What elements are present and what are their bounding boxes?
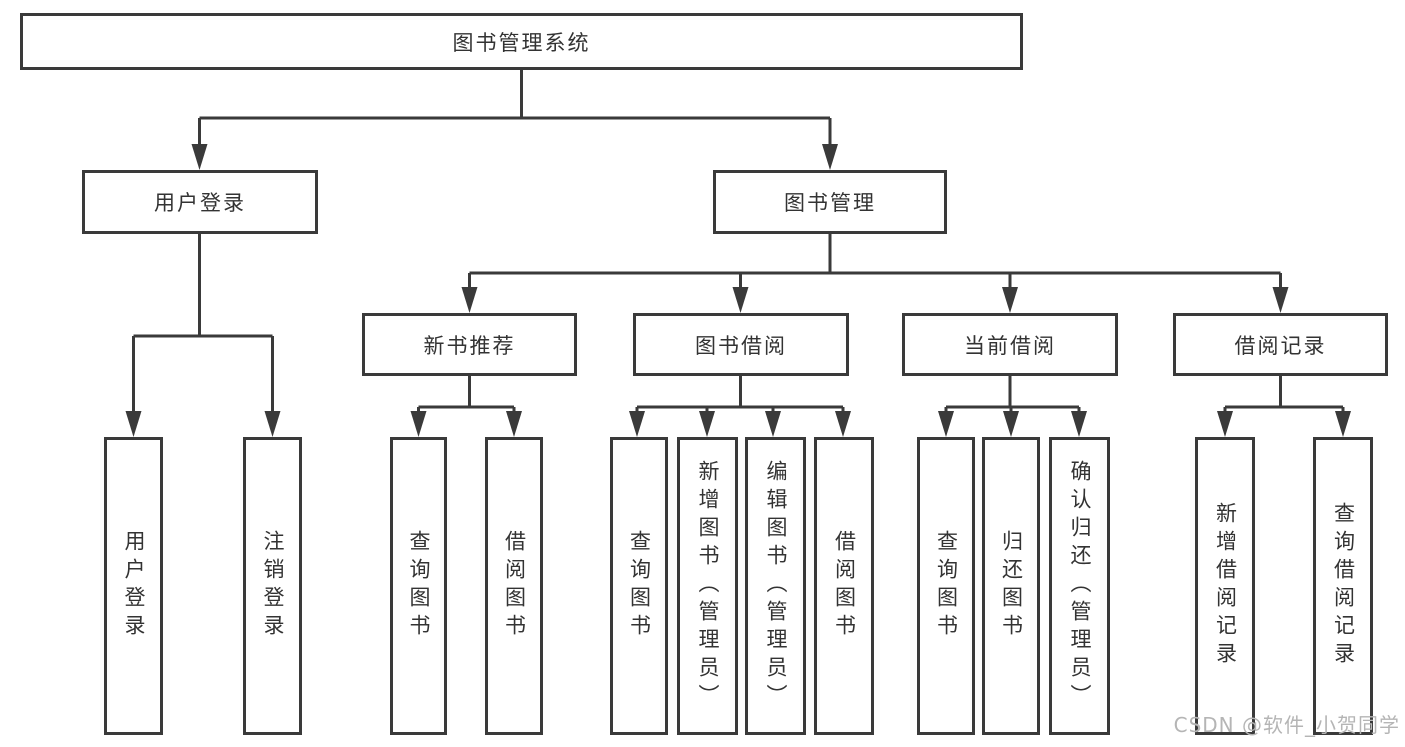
node-label: 图书管理 xyxy=(784,191,876,215)
connector-strokes xyxy=(132,70,1345,413)
node-label: 编辑图书（管理员） xyxy=(764,460,788,712)
node-label: 查询借阅记录 xyxy=(1331,502,1356,670)
node-label: 当前借阅 xyxy=(964,333,1056,358)
leaf-query-borrow-record: 查询借阅记录 xyxy=(1313,437,1373,735)
node-borrow-records: 借阅记录 xyxy=(1173,313,1388,376)
csdn-watermark: CSDN @软件_小贺同学 xyxy=(1173,713,1400,737)
leaf-add-borrow-record: 新增借阅记录 xyxy=(1195,437,1255,735)
node-new-book-recommend: 新书推荐 xyxy=(362,313,577,376)
leaf-query-books-borrow: 查询图书 xyxy=(610,437,668,735)
node-label: 图书管理系统 xyxy=(452,30,591,55)
leaf-borrow-books: 借阅图书 xyxy=(814,437,874,735)
node-label: 新增图书（管理员） xyxy=(696,460,720,712)
node-label: 借阅图书 xyxy=(832,530,857,642)
arrowhead-icons xyxy=(125,144,1351,437)
node-label: 借阅记录 xyxy=(1234,333,1327,358)
node-library-management-system: 图书管理系统 xyxy=(20,13,1023,70)
node-book-management: 图书管理 xyxy=(713,170,947,234)
leaf-logout: 注销登录 xyxy=(243,437,302,735)
leaf-query-books-current: 查询图书 xyxy=(917,437,975,735)
node-book-borrow: 图书借阅 xyxy=(633,313,849,376)
node-label: 查询图书 xyxy=(934,530,959,642)
leaf-edit-book-admin: 编辑图书（管理员） xyxy=(745,437,806,735)
node-label: 查询图书 xyxy=(407,530,431,642)
leaf-return-book: 归还图书 xyxy=(982,437,1040,735)
node-label: 确认归还（管理员） xyxy=(1068,460,1092,712)
leaf-borrow-books-recommend: 借阅图书 xyxy=(485,437,543,735)
leaf-query-books-recommend: 查询图书 xyxy=(390,437,447,735)
node-label: 用户登录 xyxy=(154,191,246,215)
leaf-add-book-admin: 新增图书（管理员） xyxy=(677,437,738,735)
node-user-login: 用户登录 xyxy=(82,170,318,234)
node-label: 新增借阅记录 xyxy=(1213,502,1238,670)
leaf-confirm-return-admin: 确认归还（管理员） xyxy=(1049,437,1110,735)
node-label: 新书推荐 xyxy=(423,333,516,358)
node-label: 用户登录 xyxy=(122,530,146,642)
leaf-user-login: 用户登录 xyxy=(104,437,163,735)
node-label: 查询图书 xyxy=(627,530,652,642)
node-current-borrow: 当前借阅 xyxy=(902,313,1118,376)
node-label: 图书借阅 xyxy=(695,333,787,358)
node-label: 注销登录 xyxy=(261,530,285,642)
node-label: 归还图书 xyxy=(999,530,1024,642)
node-label: 借阅图书 xyxy=(502,530,527,642)
